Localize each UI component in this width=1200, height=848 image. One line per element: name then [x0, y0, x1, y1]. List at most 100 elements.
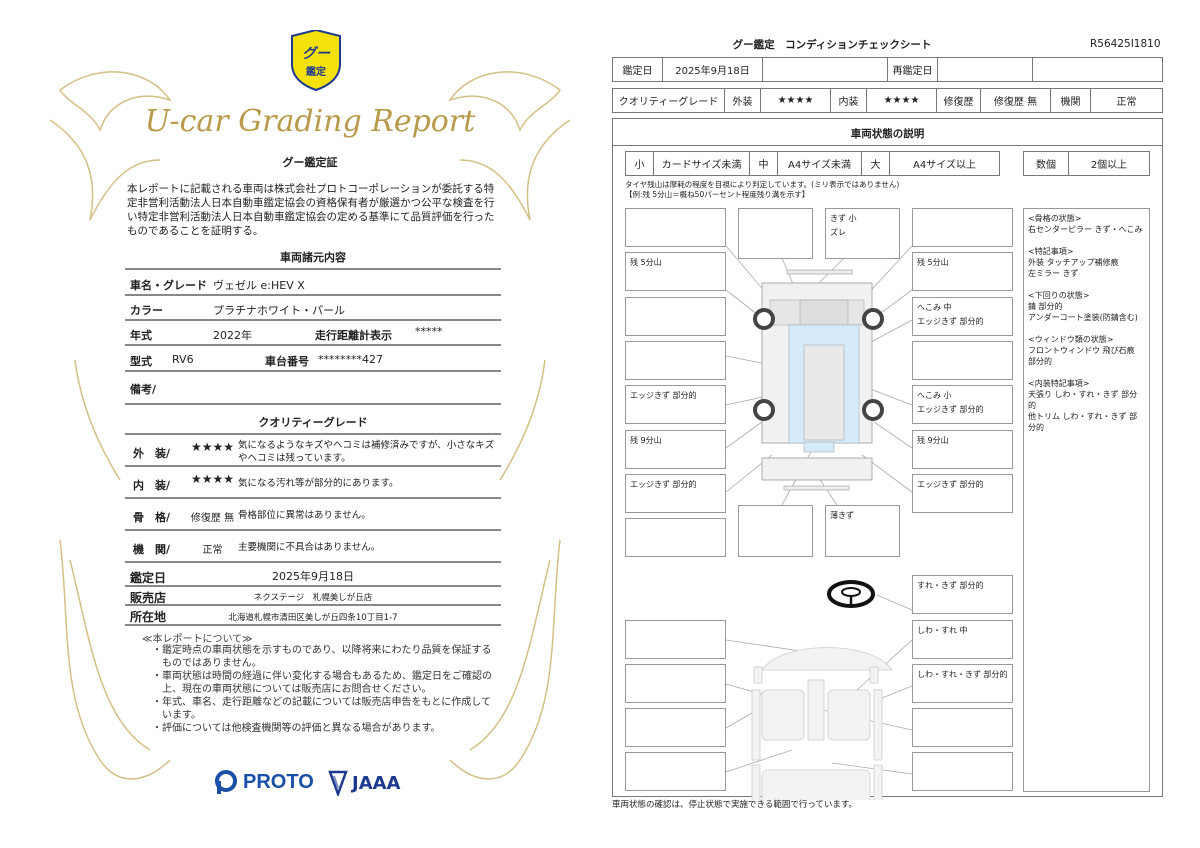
damage-box-left: [625, 297, 726, 336]
interior-box-right: すれ・きず 部分的: [912, 575, 1013, 614]
spec-heading: 車両諸元内容: [280, 251, 346, 264]
jaaa-logo: JAAA: [328, 770, 401, 796]
grade-table-cell: 正常: [1116, 97, 1137, 108]
damage-box-left: 残 9分山: [625, 430, 726, 469]
about-item: ・車両状態は時間の経過に伴い変化する場合もあるため、鑑定日をご確認の上、現在の車…: [152, 671, 492, 695]
damage-box-right: 残 5分山: [912, 252, 1013, 291]
damage-box-top: [738, 208, 813, 259]
damage-box-left: エッジきず 部分的: [625, 385, 726, 424]
address-row: 所在地 北海道札幌市清田区美しが丘四条10丁目1-7: [125, 606, 501, 626]
grade-table-cell: 機関: [1051, 89, 1091, 112]
grade-table-cell: 修復歴: [937, 89, 981, 112]
car-interior-view: [751, 647, 893, 800]
about-item: ・評価については他検査機関等の評価と異なる場合があります。: [152, 723, 441, 734]
grade-table-cell: 外装: [725, 89, 761, 112]
grade-table-cell: 修復歴 無: [981, 89, 1051, 112]
damage-box-right: へこみ 中 エッジきず 部分的: [912, 297, 1013, 336]
interior-box-right: [912, 708, 1013, 747]
count-legend-cell: 2個以上: [1090, 160, 1128, 171]
grade-table-cell: ★★★★: [761, 89, 831, 112]
interior-box-left: [625, 620, 726, 659]
damage-box-right: 残 9分山: [912, 430, 1013, 469]
damage-box-right: エッジきず 部分的: [912, 474, 1013, 513]
count-legend: 数個 2個以上: [1023, 151, 1150, 176]
grade-description: 主要機関に不具合はありません。: [238, 542, 381, 553]
interior-box-right: しわ・すれ・きず 部分的: [912, 664, 1013, 703]
svg-text:鑑定: 鑑定: [306, 65, 326, 78]
condition-note: <骨格の状態> 右センターピラー きず・へこみ: [1028, 214, 1143, 234]
grade-description: 気になる汚れ等が部分的にあります。: [238, 478, 399, 489]
date-table: 鑑定日 2025年9月18日 再鑑定日: [612, 57, 1163, 82]
proto-mark-icon: [215, 770, 237, 794]
damage-box-right: [912, 341, 1013, 380]
condition-note: <内装特記事項> 天張り しわ・すれ・きず 部分的 他トリム しわ・すれ・きず …: [1028, 379, 1138, 432]
spec-row-name: 車名・グレード ヴェゼル e:HEV X: [125, 270, 501, 296]
grade-row: 骨 格/修復歴 無骨格部位に異常はありません。: [125, 499, 501, 531]
grade-row: 外 装/ ★★★★気になるようなキズやヘコミは補修済みですが、小さなキズやヘコミは…: [125, 435, 501, 467]
size-legend-cell: A4サイズ以上: [913, 160, 976, 171]
about-list: ・鑑定時点の車両状態を示すものであり、以降将来にわたり品質を保証するものではあり…: [152, 644, 492, 735]
grade-value: ★★★★: [190, 472, 235, 486]
vehicle-diagram: [725, 245, 913, 800]
vehicle-condition-frame: [612, 118, 1163, 797]
sheet-code: R56425I1810: [1090, 38, 1161, 50]
spec-row-model: 型式 RV6 車台番号 ********427: [125, 346, 501, 372]
grade-value: ★★★★: [190, 440, 235, 454]
count-legend-cell: 数個: [1024, 152, 1069, 175]
interior-box-right: しわ・すれ 中: [912, 620, 1013, 659]
grade-description: 骨格部位に異常はありません。: [238, 510, 371, 521]
tire-note-example: 【例:残 5分山＝概ね50パーセント程度残り溝を示す】: [625, 190, 810, 199]
quality-grade-table: クオリティーグレード外装★★★★内装★★★★修復歴修復歴 無機関正常: [612, 88, 1163, 113]
condition-heading: 車両状態の説明: [850, 128, 925, 140]
damage-box-top: きず 小 ズレ: [825, 208, 900, 259]
ornamental-frame: [49, 71, 571, 780]
damage-box-left: エッジきず 部分的: [625, 474, 726, 513]
grade-label: 外 装/: [133, 447, 171, 460]
condition-notes-panel: <骨格の状態> 右センターピラー きず・へこみ <特記事項> 外装 タッチアップ補…: [1023, 208, 1150, 792]
grade-row: 機 関/正常 主要機関に不具合はありません。: [125, 531, 501, 563]
grade-value: 修復歴 無: [190, 513, 235, 524]
sheet-footer: 車両状態の確認は、停止状態で実施できる範囲で行っています。: [612, 800, 858, 810]
proto-logo: PROTO: [215, 770, 314, 794]
size-legend-cell: 中: [750, 152, 778, 175]
grade-description: 気になるようなキズやヘコミは補修済みですが、小さなキズやヘコミは残っています。: [238, 440, 495, 464]
grade-table-cell: 内装: [831, 89, 867, 112]
condition-note: <特記事項> 外装 タッチアップ補修痕 左ミラー きず: [1028, 247, 1119, 278]
damage-box-left: 残 5分山: [625, 252, 726, 291]
damage-box-left: [625, 341, 726, 380]
grade-label: 骨 格/: [133, 511, 171, 524]
size-legend-cell: 大: [862, 152, 890, 175]
damage-box-right: へこみ 小 エッジきず 部分的: [912, 385, 1013, 424]
spec-row-remarks: 備考/: [125, 372, 501, 405]
damage-box-left: [625, 518, 726, 557]
grade-heading: クオリティーグレード: [125, 405, 501, 435]
grade-table-cell: ★★★★: [867, 89, 937, 112]
interior-box-left: [625, 664, 726, 703]
grade-label: 機 関/: [133, 543, 171, 556]
damage-box-bottom: 薄きず: [825, 505, 900, 557]
damage-box-left: [625, 208, 726, 247]
damage-box-right: [912, 208, 1013, 247]
spec-row-color: カラー プラチナホワイト・パール: [125, 296, 501, 321]
goo-kantei-logo: グー 鑑定: [291, 30, 341, 92]
condition-note: <ウィンドウ類の状態> フロントウィンドウ 飛び石痕 部分的: [1028, 335, 1135, 366]
svg-text:グー: グー: [302, 45, 331, 62]
jaaa-mark-icon: [328, 770, 348, 796]
about-item: ・鑑定時点の車両状態を示すものであり、以降将来にわたり品質を保証するものではあり…: [152, 645, 492, 669]
wheel-icons: [753, 308, 884, 421]
date-row: 鑑定日 2025年9月18日: [125, 563, 501, 587]
size-legend-cell: A4サイズ未満: [778, 152, 862, 175]
interior-box-left: [625, 752, 726, 791]
certificate-heading: グー鑑定証: [282, 156, 338, 169]
steering-wheel-icon: [827, 580, 875, 608]
grade-table-cell: クオリティーグレード: [613, 89, 725, 112]
grade-row: 内 装/★★★★気になる汚れ等が部分的にあります。: [125, 467, 501, 499]
interior-box-left: [625, 708, 726, 747]
grade-value: 正常: [202, 545, 223, 556]
about-heading: ≪本レポートについて≫: [142, 634, 253, 645]
spec-row-year: 年式 2022年 走行距離計表示 *****: [125, 321, 501, 346]
report-title: U-car Grading Report: [144, 104, 476, 139]
dealer-row: 販売店 ネクステージ 札幌美しが丘店: [125, 587, 501, 606]
interior-box-right: [912, 752, 1013, 791]
certificate-intro: 本レポートに記載される車両は株式会社プロトコーポレーションが委託する特定非営利活…: [127, 183, 495, 237]
